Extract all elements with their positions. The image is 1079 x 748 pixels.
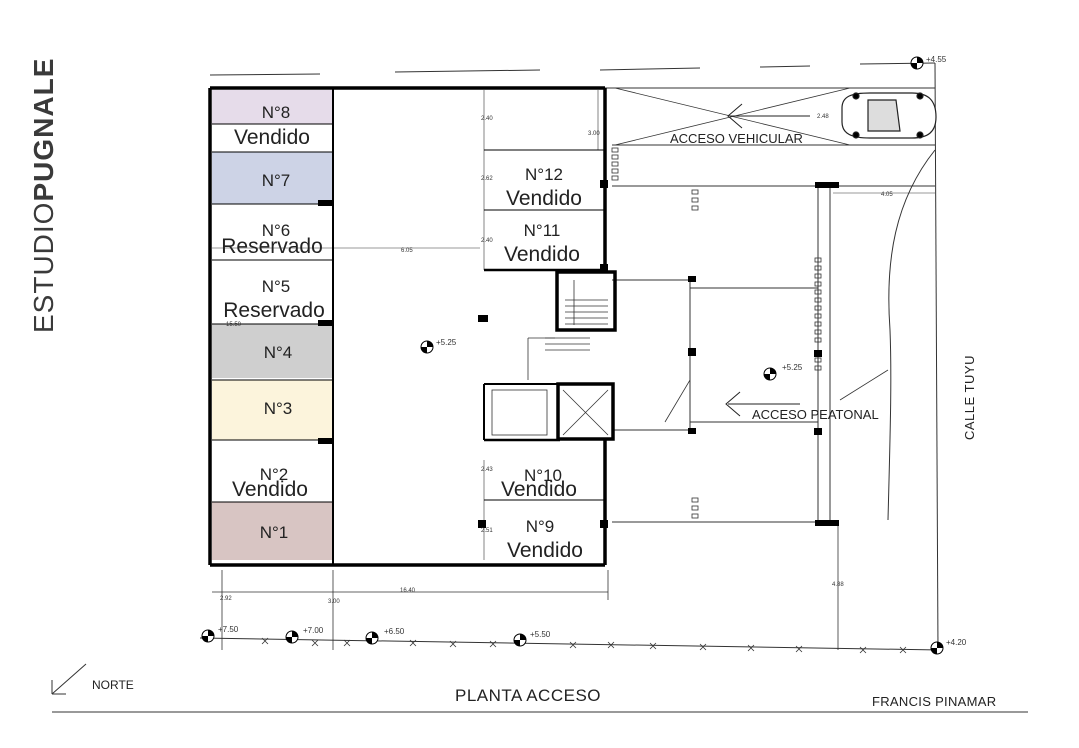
unit-6-status: Reservado (221, 235, 323, 258)
unit-7-number: N°7 (262, 171, 291, 190)
dim-7: 6.05 (401, 248, 413, 254)
unit-10-number: N°10 (524, 466, 562, 485)
dim-14: 3.00 (328, 599, 340, 605)
plan-title: PLANTA ACCESO (455, 686, 602, 705)
level-labels: +5.25 +5.25 +4.55 +4.20 +7.50 +7.00 +6.5… (218, 55, 967, 647)
unit-8-number: N°8 (262, 103, 291, 122)
dim-9: 2.43 (481, 467, 493, 473)
dim-6: 2.40 (481, 238, 493, 244)
unit-8-status: Vendido (234, 126, 310, 149)
unit-11-status: Vendido (504, 243, 580, 266)
dim-11: 4.88 (832, 582, 844, 588)
access-labels: ACCESO VEHICULAR ACCESO PEATONAL (670, 131, 879, 422)
pedestrian-access-label: ACCESO PEATONAL (752, 407, 879, 422)
level-edge-1: +7.50 (218, 625, 239, 634)
unit-11-number: N°11 (524, 221, 561, 240)
dim-12: 16.40 (400, 588, 416, 594)
vehicular-access-label: ACCESO VEHICULAR (670, 131, 803, 146)
unit-6-number: N°6 (262, 221, 291, 240)
level-edge-3: +6.50 (384, 627, 405, 636)
level-corner-top: +4.55 (926, 55, 947, 64)
unit-10-status: Vendido (501, 478, 577, 501)
dim-8: 15.50 (226, 322, 242, 328)
level-corner-bottom: +4.20 (946, 638, 967, 647)
unit-3-number: N°3 (264, 399, 293, 418)
unit-2-status: Vendido (232, 478, 308, 501)
north-arrow-icon (51, 663, 87, 695)
stair-core (491, 280, 609, 436)
building-walls (208, 86, 617, 567)
north-label: NORTE (92, 678, 134, 692)
unit-9-number: N°9 (526, 517, 555, 536)
unit-8-fill (212, 90, 332, 124)
dimension-labels: 2.40 3.00 2.48 2.62 4.05 2.40 6.05 15.50… (220, 114, 893, 605)
dim-2: 3.00 (588, 131, 600, 137)
dim-3: 2.48 (817, 114, 829, 120)
level-center: +5.25 (436, 338, 457, 347)
unit-4-fill (212, 324, 332, 378)
unit-fills (212, 90, 332, 560)
unit-9-status: Vendido (507, 539, 583, 562)
unit-1-fill (212, 502, 332, 560)
unit-12-status: Vendido (506, 187, 582, 210)
level-patio: +5.25 (782, 363, 803, 372)
access-arrows (725, 103, 810, 417)
dim-1: 2.40 (481, 116, 493, 122)
brand-light: ESTUDIO (28, 201, 59, 333)
edge-markers (261, 637, 907, 654)
dim-13: 2.92 (220, 596, 232, 602)
studio-logo: ESTUDIOPUGNALE (28, 33, 68, 333)
unit-2-number: N°2 (260, 465, 289, 484)
bollards (611, 147, 822, 519)
credit-label: FRANCIS PINAMAR (872, 694, 997, 709)
unit-5-status: Reservado (223, 299, 325, 322)
unit-3-fill (212, 380, 332, 440)
unit-1-number: N°1 (260, 523, 289, 542)
dim-10: 2.51 (481, 528, 493, 534)
dim-5: 4.05 (881, 192, 893, 198)
car-icon (841, 92, 937, 139)
unit-5-number: N°5 (262, 277, 291, 296)
columns (318, 180, 839, 528)
level-marks (201, 56, 944, 655)
brand-bold: PUGNALE (28, 57, 59, 202)
unit-12-number: N°12 (525, 165, 563, 184)
unit-4-number: N°4 (264, 343, 293, 362)
unit-labels: N°8 Vendido N°7 N°6 Reservado N°5 Reserv… (221, 103, 583, 562)
unit-7-fill (212, 152, 332, 204)
street-label: CALLE TUYU (962, 355, 977, 440)
dim-4: 2.62 (481, 176, 493, 182)
level-edge-2: +7.00 (303, 626, 324, 635)
level-edge-4: +5.50 (530, 630, 551, 639)
